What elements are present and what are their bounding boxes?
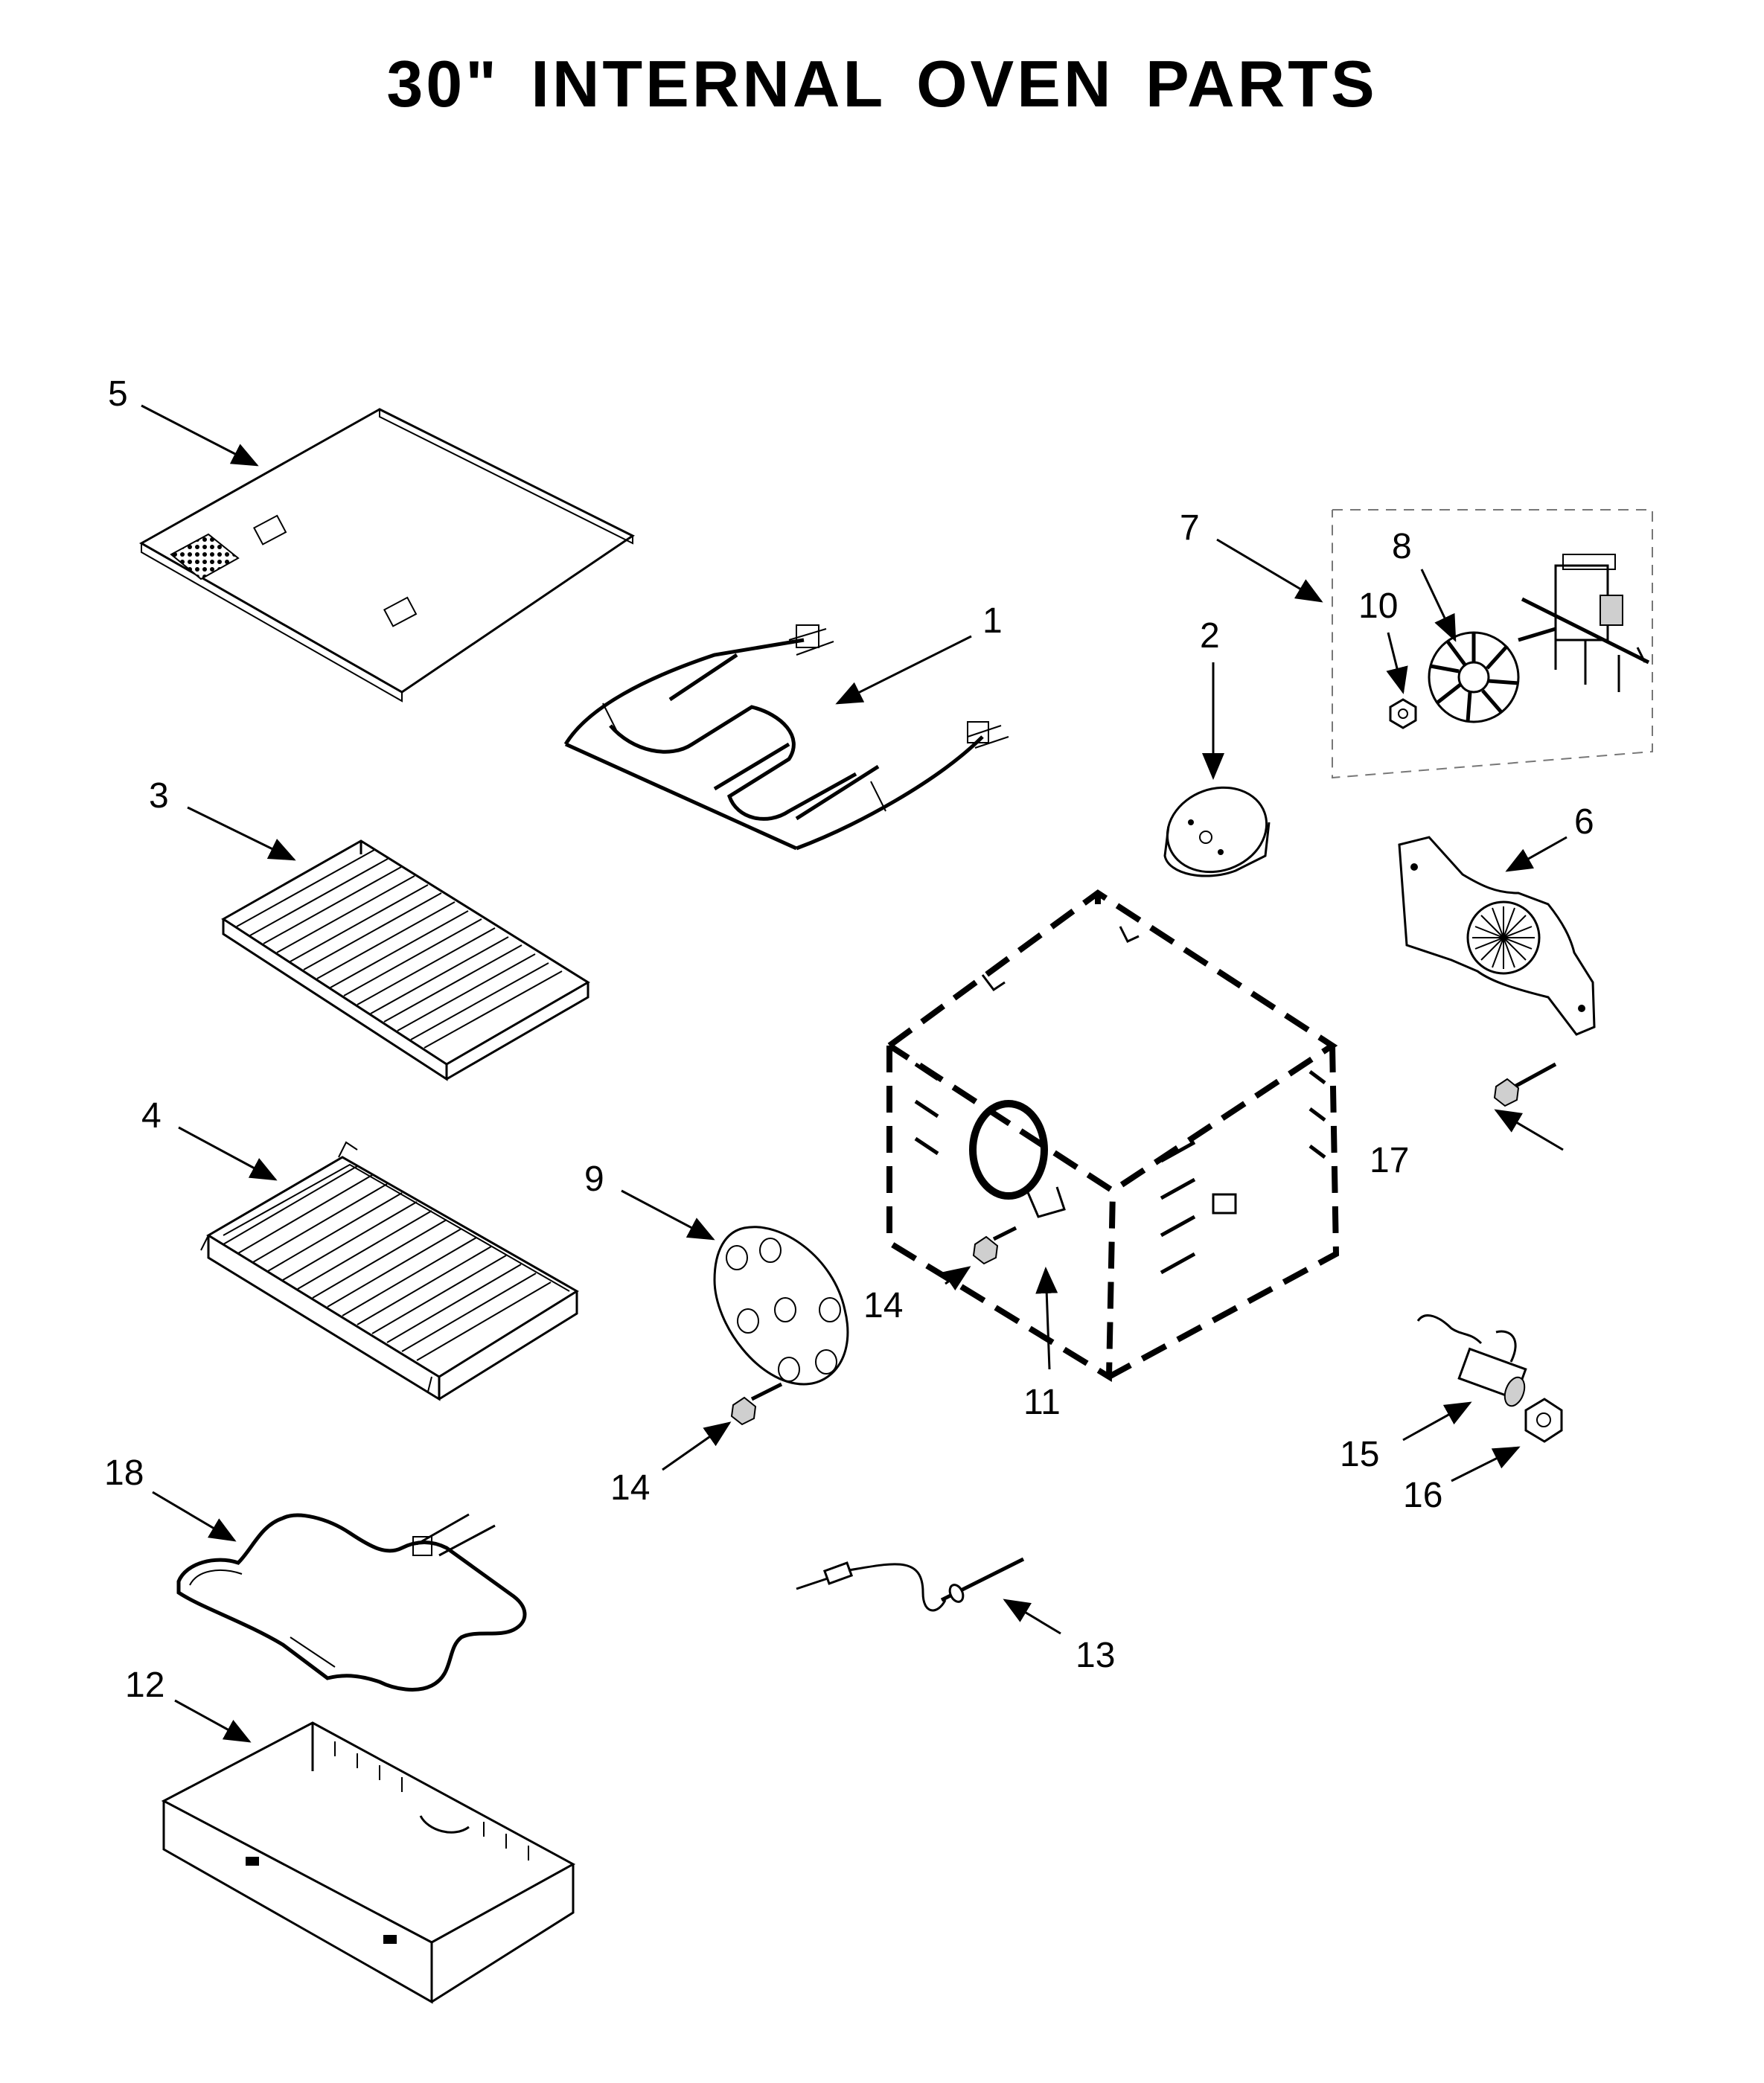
callout-11: 11 xyxy=(1023,1383,1061,1422)
diagram-title: 30" INTERNAL OVEN PARTS xyxy=(386,47,1378,121)
part-18-bake-element xyxy=(176,1513,527,1692)
part-14-screw-a xyxy=(972,1226,1017,1265)
callout-14-a: 14 xyxy=(863,1286,903,1325)
callout-14-b: 14 xyxy=(610,1468,650,1508)
callout-4: 4 xyxy=(141,1096,162,1136)
callout-12: 12 xyxy=(125,1666,164,1705)
part-9-cover-plate xyxy=(713,1226,849,1386)
callout-15: 15 xyxy=(1340,1435,1379,1474)
part-3-oven-rack xyxy=(221,839,590,1081)
callout-13: 13 xyxy=(1076,1636,1115,1675)
part-7-convection-kit xyxy=(1332,509,1653,779)
part-17-screw xyxy=(1493,1062,1557,1107)
part-1-broil-element xyxy=(563,624,1009,851)
callout-2: 2 xyxy=(1200,616,1220,656)
motor-assembly xyxy=(1518,554,1650,692)
callout-8: 8 xyxy=(1392,527,1412,566)
part-13-meat-probe xyxy=(796,1557,1025,1612)
callout-16: 16 xyxy=(1403,1476,1442,1515)
callout-10: 10 xyxy=(1358,586,1398,626)
leader-lines xyxy=(141,404,1568,1743)
callout-17: 17 xyxy=(1370,1141,1409,1180)
callout-5: 5 xyxy=(108,374,128,414)
callout-1: 1 xyxy=(982,601,1003,641)
part-11-oven-cavity xyxy=(886,889,1340,1383)
part-15-sensor xyxy=(1416,1314,1527,1407)
callout-7: 7 xyxy=(1180,508,1200,548)
callout-3: 3 xyxy=(149,776,169,816)
part-10-fan-nut xyxy=(1389,698,1417,729)
part-16-nut xyxy=(1524,1398,1563,1443)
part-5-top-panel xyxy=(138,408,635,703)
part-2-fan-cover xyxy=(1163,786,1271,877)
part-4-rollout-rack xyxy=(200,1141,579,1401)
part-12-bottom-tray xyxy=(161,1721,576,2004)
callout-labels: 1 2 3 4 5 6 7 8 9 10 11 12 13 14 14 15 1… xyxy=(104,374,1594,1705)
part-14-screw-b xyxy=(730,1382,783,1426)
callout-6: 6 xyxy=(1574,802,1594,842)
part-6-fan-baffle xyxy=(1398,836,1596,1036)
part-8-fan-blade xyxy=(1428,631,1520,723)
callout-9: 9 xyxy=(584,1159,604,1199)
callout-18: 18 xyxy=(104,1453,144,1493)
